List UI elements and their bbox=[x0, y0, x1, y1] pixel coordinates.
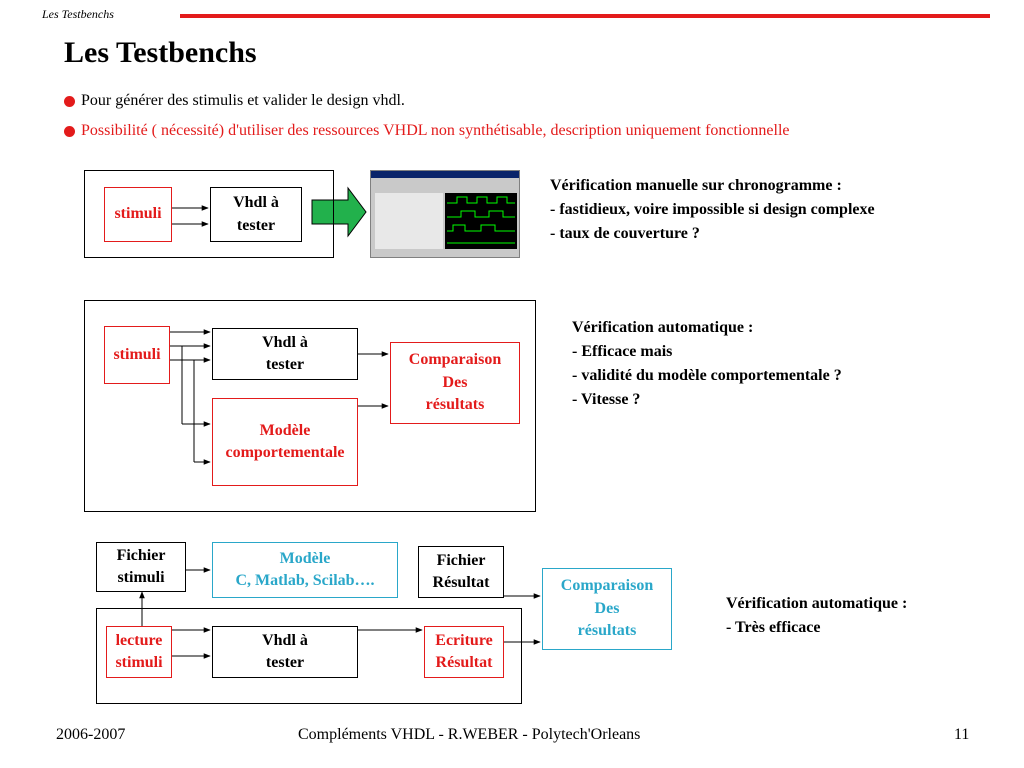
note-3: Vérification automatique : - Très effica… bbox=[726, 592, 907, 640]
note-1-line: - fastidieux, voire impossible si design… bbox=[550, 201, 875, 218]
result-file-label-line: Résultat bbox=[432, 574, 490, 591]
comparison-label-line: Des bbox=[442, 373, 468, 391]
comparison-box: Comparaison Des résultats bbox=[390, 342, 520, 424]
bullet-dot-icon bbox=[64, 95, 75, 107]
stimuli-box: stimuli bbox=[104, 187, 172, 242]
testbench-frame-2 bbox=[84, 300, 536, 512]
dut-label-line: Vhdl à bbox=[262, 631, 308, 649]
note-3-line: - Très efficace bbox=[726, 619, 821, 636]
note-1-line: Vérification manuelle sur chronogramme : bbox=[550, 177, 842, 194]
write-result-label-line: Ecriture bbox=[435, 631, 493, 649]
comparison-label-line: Comparaison bbox=[560, 577, 654, 595]
result-file-label-line: Fichier bbox=[436, 551, 486, 569]
note-2-line: - Efficace mais bbox=[572, 343, 673, 360]
footer-page-number: 11 bbox=[954, 726, 970, 743]
dut-label-line1: Vhdl à bbox=[233, 194, 279, 212]
slide-title: Les Testbenchs bbox=[64, 36, 257, 69]
model-label-line: Modèle bbox=[259, 421, 311, 439]
comparison-box: Comparaison Des résultats bbox=[542, 568, 672, 650]
comparison-label-line: Comparaison bbox=[408, 351, 502, 369]
note-2-line: Vérification automatique : bbox=[572, 319, 754, 336]
read-stimuli-label-line: lecture bbox=[115, 631, 163, 649]
comparison-label-line: Des bbox=[594, 599, 620, 617]
dut-label-line2: tester bbox=[236, 216, 276, 234]
dut-label-line2: tester bbox=[265, 356, 305, 373]
bullet-dot-icon bbox=[64, 125, 75, 137]
footer-year: 2006-2007 bbox=[56, 726, 126, 743]
dut-label-line: tester bbox=[265, 654, 305, 671]
testbench-frame-1 bbox=[84, 170, 334, 258]
reference-model-box: Modèle C, Matlab, Scilab…. bbox=[212, 542, 398, 598]
comparison-label-line: résultats bbox=[425, 396, 485, 414]
read-stimuli-label-line: stimuli bbox=[115, 654, 163, 671]
stimuli-file-label-line: Fichier bbox=[116, 546, 166, 564]
reference-model-label-line: Modèle bbox=[279, 549, 331, 567]
bullet-1-text: Pour générer des stimulis et valider le … bbox=[81, 92, 405, 109]
running-title: Les Testbenchs bbox=[42, 7, 114, 21]
read-stimuli-box: lecture stimuli bbox=[106, 626, 172, 678]
stimuli-file-box: Fichier stimuli bbox=[96, 542, 186, 592]
bullet-1: Pour générer des stimulis et valider le … bbox=[64, 92, 405, 110]
result-file-box: Fichier Résultat bbox=[418, 546, 504, 598]
model-box: Modèle comportementale bbox=[212, 398, 358, 486]
header-rule bbox=[180, 14, 990, 18]
write-result-label-line: Résultat bbox=[435, 654, 493, 671]
bullet-2: Possibilité ( nécessité) d'utiliser des … bbox=[64, 122, 790, 140]
dut-label-line1: Vhdl à bbox=[262, 333, 308, 351]
note-3-line: Vérification automatique : bbox=[726, 595, 908, 612]
write-result-box: Ecriture Résultat bbox=[424, 626, 504, 678]
dut-box: Vhdl à tester bbox=[210, 187, 302, 242]
model-label-line: comportementale bbox=[225, 444, 345, 461]
simulator-screenshot bbox=[370, 170, 520, 258]
testbench-frame-3 bbox=[96, 608, 522, 704]
dut-box: Vhdl à tester bbox=[212, 328, 358, 380]
note-1: Vérification manuelle sur chronogramme :… bbox=[550, 174, 875, 246]
note-1-line: - taux de couverture ? bbox=[550, 225, 700, 242]
note-2-line: - validité du modèle comportementale ? bbox=[572, 367, 842, 384]
stimuli-box: stimuli bbox=[104, 326, 170, 384]
stimuli-file-label-line: stimuli bbox=[117, 569, 165, 586]
simulator-titlebar bbox=[371, 171, 519, 178]
footer-course: Compléments VHDL - R.WEBER - Polytech'Or… bbox=[298, 726, 641, 743]
simulator-signal-names bbox=[375, 193, 443, 249]
simulator-waveform bbox=[445, 193, 517, 249]
stimuli-label: stimuli bbox=[113, 345, 161, 363]
stimuli-label: stimuli bbox=[114, 205, 162, 223]
note-2-line: - Vitesse ? bbox=[572, 391, 641, 408]
bullet-2-text: Possibilité ( nécessité) d'utiliser des … bbox=[81, 122, 790, 139]
green-arrow-icon bbox=[311, 186, 367, 238]
note-2: Vérification automatique : - Efficace ma… bbox=[572, 316, 842, 412]
reference-model-label-line: C, Matlab, Scilab…. bbox=[235, 572, 375, 589]
comparison-label-line: résultats bbox=[577, 622, 637, 640]
dut-box: Vhdl à tester bbox=[212, 626, 358, 678]
